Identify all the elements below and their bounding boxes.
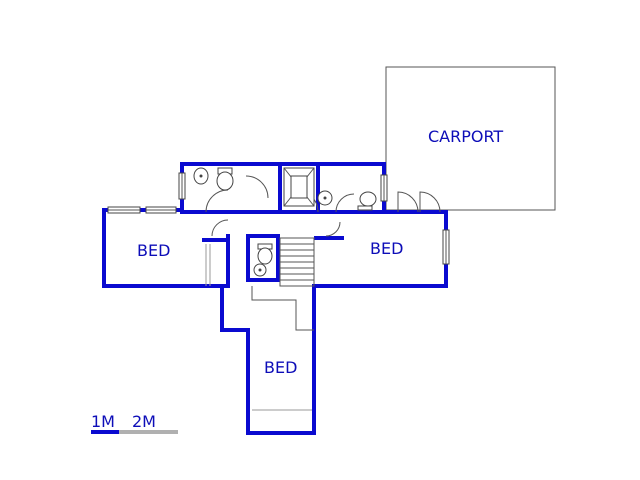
bed-bottom-label: BED [264,358,297,377]
windows [107,172,450,265]
scale-bar: 1M 2M [91,412,178,434]
bed-left-label: BED [137,241,170,260]
carport-label: CARPORT [428,127,503,146]
scale-label-1m: 1M [91,412,115,431]
bathroom-fixtures [193,167,377,277]
door-swings [205,175,441,237]
scale-label-2m: 2M [132,412,156,431]
staircase [205,237,315,411]
exterior-walls [102,162,448,435]
bed-right-label: BED [370,239,403,258]
carport-outline [385,66,556,211]
